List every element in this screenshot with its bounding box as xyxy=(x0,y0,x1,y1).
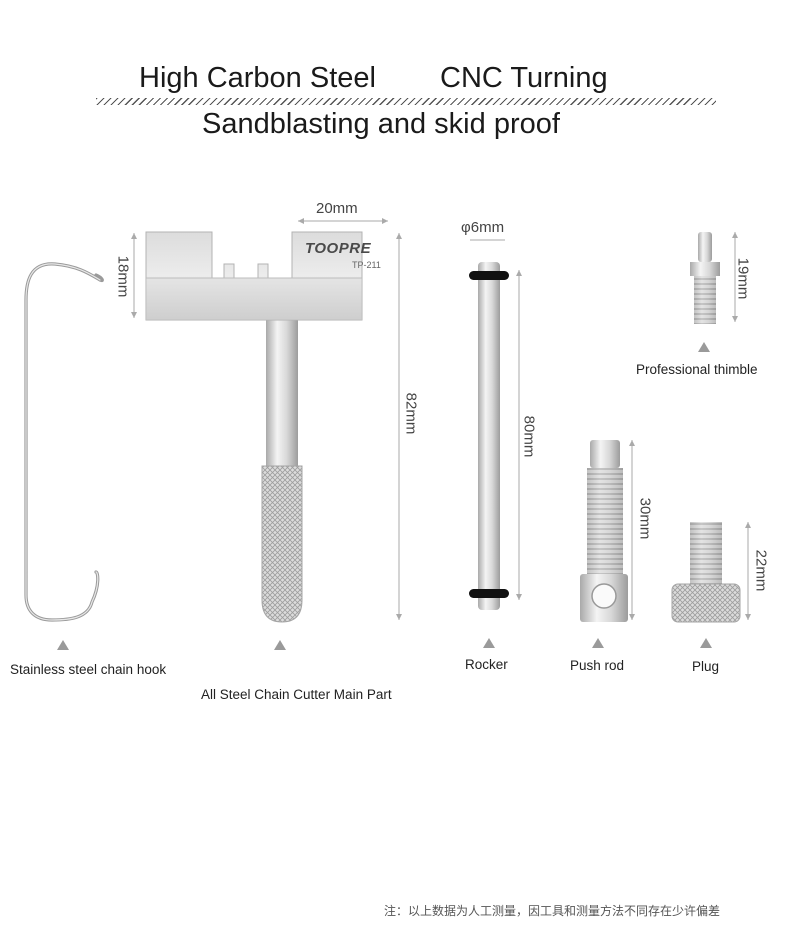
label-thimble: Professional thimble xyxy=(636,362,758,377)
headline-finish: Sandblasting and skid proof xyxy=(202,108,560,140)
dim-cutter-width: 20mm xyxy=(316,200,358,217)
marker-plug xyxy=(700,638,712,648)
hatched-divider xyxy=(96,98,716,105)
label-rocker: Rocker xyxy=(465,657,508,672)
label-hook: Stainless steel chain hook xyxy=(10,662,167,677)
footnote: 注：以上数据为人工测量，因工具和测量方法不同存在少许偏差 xyxy=(384,904,721,918)
marker-push-rod xyxy=(592,638,604,648)
marker-main xyxy=(274,640,286,650)
label-push-rod: Push rod xyxy=(570,658,625,673)
marker-hook xyxy=(57,640,69,650)
brand-logo: TOOPRE xyxy=(305,240,372,257)
label-main: All Steel Chain Cutter Main Part xyxy=(201,687,392,702)
headline-material: High Carbon Steel xyxy=(139,62,376,94)
dim-plug-length: 22mm xyxy=(752,549,770,592)
marker-rocker xyxy=(483,638,495,648)
headline-process: CNC Turning xyxy=(440,62,608,94)
dim-rocker-diameter: φ6mm xyxy=(461,219,505,236)
label-plug: Plug xyxy=(692,659,720,674)
marker-thimble xyxy=(698,342,710,352)
model-number: TP-211 xyxy=(352,260,381,270)
